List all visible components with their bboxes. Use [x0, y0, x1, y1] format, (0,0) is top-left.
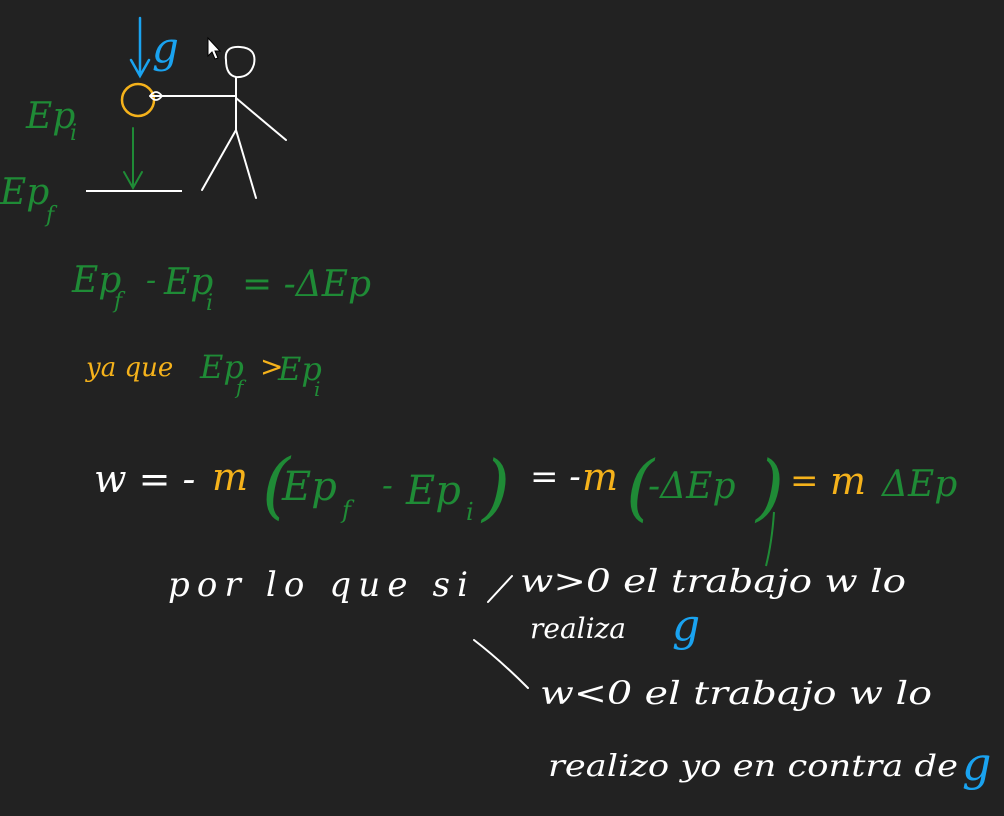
eq1-minus: -	[146, 263, 156, 298]
eq3-eq: =	[790, 461, 819, 501]
eq3-m1: m	[212, 455, 248, 499]
ep-initial-sub: i	[70, 121, 77, 146]
physics-diagram: g Ep i Ep f	[0, 16, 287, 228]
eq1-ep-f: Ep	[71, 260, 121, 301]
ep-final-sub: f	[44, 203, 58, 228]
eq2-ep-i-sub: i	[314, 377, 320, 401]
eq2-ep-f: Ep	[199, 348, 244, 386]
eq1-rhs: = -ΔEp	[242, 264, 371, 305]
gravity-label: g	[152, 23, 179, 72]
equation-energy-difference: Ep f - Ep i = -ΔEp	[71, 260, 371, 316]
case2-text: realizo yo en contra de	[548, 749, 958, 784]
eq1-ep-i-sub: i	[206, 291, 213, 316]
eq3-neg-delta: -ΔEp	[648, 466, 736, 507]
mouse-cursor-icon	[207, 36, 222, 60]
conclusion: por lo que si w>0 el trabajo w lo realiz…	[168, 562, 991, 791]
eq3-ep-f: Ep	[281, 464, 337, 510]
stick-figure	[149, 45, 287, 199]
eq3-ep-i: Ep	[405, 468, 461, 514]
eq2-ep-i: Ep	[277, 350, 322, 388]
case2-agent: g	[962, 737, 991, 791]
eq2-ya-que: ya que	[85, 353, 173, 383]
equation-work: w = - m ( Ep f - Ep i ) = - m ( -ΔEp ) =…	[94, 443, 957, 567]
eq3-minus: -	[382, 466, 393, 504]
eq1-ep-f-sub: f	[112, 289, 126, 314]
case1-agent: g	[672, 600, 700, 651]
eq3-w-eq: w = -	[94, 457, 195, 501]
eq3-close2: )	[754, 445, 784, 529]
case1-condition: w>0 el trabajo w lo	[520, 562, 906, 600]
eq3-m2: m	[582, 455, 618, 499]
eq3-eq-minus: = -	[530, 457, 581, 497]
eq3-m3: m	[830, 459, 866, 503]
branch-lower	[473, 639, 529, 689]
eq2-gt: >	[260, 350, 283, 383]
eq3-open2: (	[626, 445, 656, 529]
gravity-arrow	[129, 16, 151, 79]
eq3-ep-f-sub: f	[340, 496, 355, 524]
conclusion-intro: por lo que si	[168, 565, 468, 605]
hand	[149, 91, 164, 101]
equation-comparison: ya que Ep f > Ep i	[85, 348, 322, 401]
eq3-close1: )	[480, 445, 510, 529]
ep-final-label: Ep	[0, 172, 49, 213]
bracket-tail	[765, 511, 775, 567]
case2-condition: w<0 el trabajo w lo	[540, 674, 932, 712]
eq3-ep-i-sub: i	[466, 498, 474, 526]
fall-arrow	[123, 127, 143, 191]
ball	[120, 82, 156, 118]
branch-upper	[487, 575, 513, 603]
eq3-delta: ΔEp	[880, 464, 957, 505]
ep-initial-label: Ep	[25, 96, 75, 137]
case1-text: realiza	[530, 612, 626, 645]
eq2-ep-f-sub: f	[234, 375, 247, 399]
eq1-ep-i: Ep	[163, 262, 213, 303]
eq3-open1: (	[262, 443, 292, 527]
